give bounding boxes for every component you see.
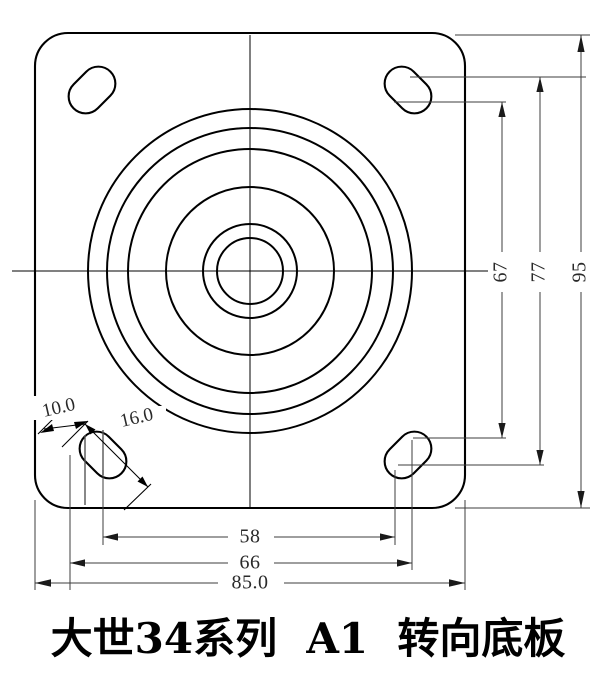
top-left-slot [67, 65, 117, 115]
ext-line-16-a [61, 420, 89, 448]
vertical-dimension-group: 67 77 95 [394, 34, 593, 509]
dim-arrow-66-right [397, 559, 412, 567]
center-axis-lines [12, 35, 488, 508]
drawing-title: 大世34系列 A1 转向底板 [50, 614, 566, 663]
dim-arrow-77-top [536, 77, 544, 92]
dim-arrow-10-start [40, 424, 54, 433]
dim-arrow-67-top [498, 102, 506, 117]
dim-text-mask-10 [30, 396, 88, 420]
dim-arrow-58-right [380, 533, 395, 541]
bottom-left-slot-axis-marks [84, 430, 104, 505]
horizontal-dimension-group: 58 66 85.0 [34, 440, 466, 597]
dim-text-mask-77 [528, 252, 552, 292]
dim-arrow-95-top [577, 35, 585, 52]
drawing-title-bar: 大世34系列 A1 转向底板 [0, 604, 616, 674]
dim-label-67: 67 [490, 262, 512, 283]
dim-label-85: 85.0 [232, 572, 269, 594]
dim-arrow-85-left [35, 579, 51, 587]
dim-line-16 [84, 423, 149, 488]
dim-label-77: 77 [528, 262, 550, 283]
top-right-slot [383, 65, 433, 115]
dim-text-mask-16 [108, 406, 166, 430]
dim-arrow-85-right [449, 579, 465, 587]
dim-text-mask-58 [228, 521, 274, 551]
dim-arrow-67-bottom [498, 423, 506, 438]
dim-arrow-95-bottom [577, 491, 585, 508]
bottom-right-slot [383, 430, 433, 480]
dim-text-mask-67 [490, 252, 514, 292]
dim-arrow-66-left [70, 559, 85, 567]
dim-text-mask-95 [569, 252, 593, 292]
dim-label-58: 58 [240, 526, 261, 548]
dim-label-95: 95 [569, 262, 591, 283]
dim-label-66: 66 [240, 552, 261, 574]
dim-text-mask-85 [218, 567, 284, 597]
ext-line-16-b [123, 483, 152, 511]
dim-arrow-77-bottom [536, 450, 544, 465]
dim-arrow-16-end [137, 476, 148, 487]
dim-arrow-58-left [103, 533, 118, 541]
dim-arrow-10-end [74, 421, 88, 429]
slot-detail-dimension-group: 10.0 16.0 [30, 394, 166, 511]
dim-arrow-16-start [85, 424, 96, 435]
